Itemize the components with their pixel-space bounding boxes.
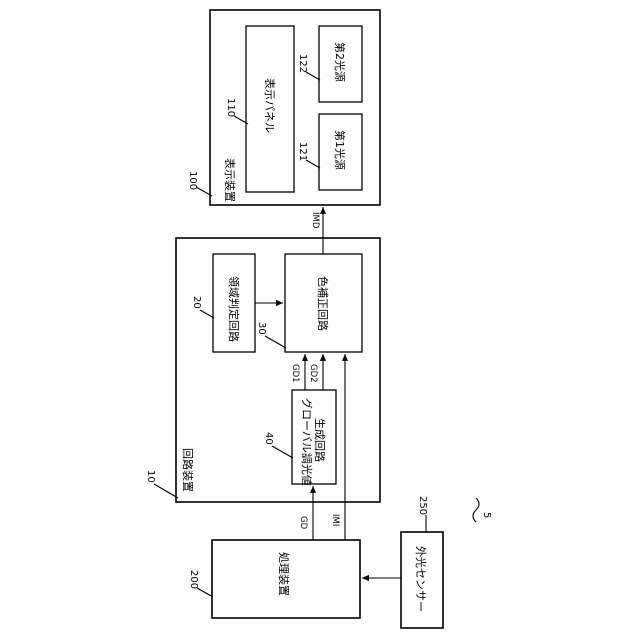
system-ref: 5 <box>481 512 492 518</box>
imi-label: IMI <box>330 514 340 526</box>
light-source-1-label: 第1光源 <box>333 130 347 170</box>
region-judge-ref: 20 <box>191 296 202 309</box>
gd1-label: GD1 <box>290 364 300 383</box>
imd-label: IMD <box>310 212 320 229</box>
circuit-device-title: 回路装置 <box>181 448 194 492</box>
color-correction-label: 色補正回路 <box>316 276 330 331</box>
processing-device-ref: 200 <box>188 570 199 589</box>
ambient-sensor-label: 外光センサー <box>414 546 428 612</box>
light-source-2-label: 第2光源 <box>333 42 347 82</box>
display-panel-label: 表示パネル <box>263 78 277 133</box>
gd-label: GD <box>298 516 308 530</box>
light-source-1-ref: 121 <box>297 142 308 161</box>
global-dimming-ref: 40 <box>263 432 274 445</box>
region-judge-label: 領域判定回路 <box>227 276 241 342</box>
circuit-device-ref: 10 <box>145 470 156 483</box>
color-correction-ref: 30 <box>256 322 267 335</box>
circuit-device-leader <box>154 484 178 498</box>
gd2-label: GD2 <box>308 364 318 383</box>
display-device-title: 表示装置 <box>223 158 237 202</box>
display-panel-ref: 110 <box>225 98 236 117</box>
system-ref-squiggle <box>473 498 479 522</box>
light-source-2-ref: 122 <box>297 54 308 73</box>
global-dimming-label-line2: 生成回路 <box>313 418 327 462</box>
processing-device-label: 処理装置 <box>277 552 290 596</box>
processing-device-leader <box>197 588 213 597</box>
ambient-sensor-ref: 250 <box>417 496 428 515</box>
global-dimming-label-line1: グローバル調光値 <box>300 398 314 486</box>
